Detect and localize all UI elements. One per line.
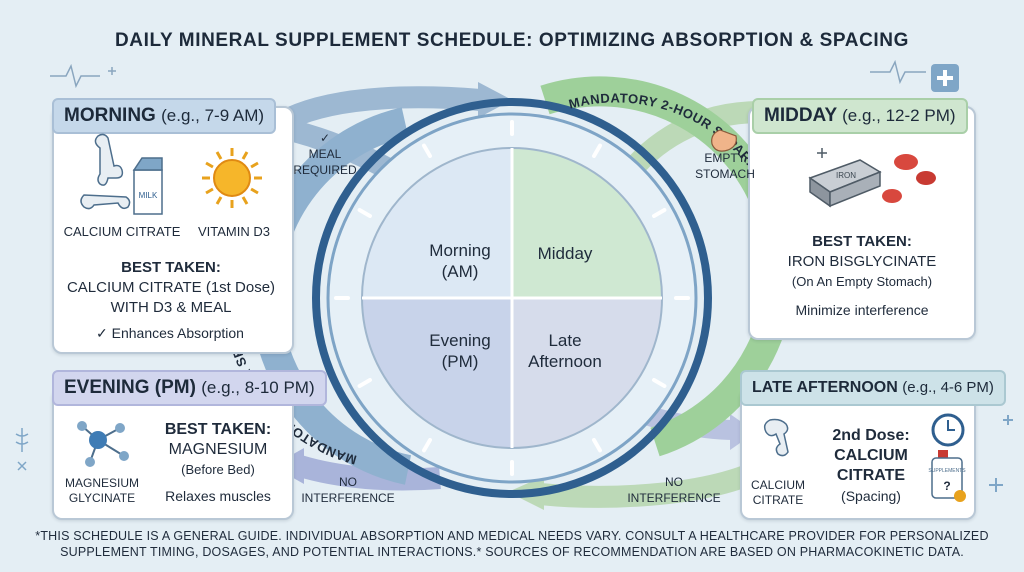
late-best-line3: CITRATE <box>836 467 906 484</box>
quadrant-late-label-line1: Late <box>548 331 582 350</box>
morning-note-text: Enhances Absorption <box>111 325 244 341</box>
quadrant-morning <box>362 148 512 298</box>
hour-tick <box>357 378 372 388</box>
late-best-line4: (Spacing) <box>841 488 901 504</box>
late-afternoon-header: LATE AFTERNOON (e.g., 4-6 PM) <box>740 370 1006 406</box>
medical-cross-icon <box>931 64 959 92</box>
quadrant-evening-label: Evening (PM) <box>410 330 510 372</box>
quadrant-morning-label-line2: (AM) <box>441 262 479 281</box>
evening-item-line1: MAGNESIUM <box>64 476 139 490</box>
hour-tick <box>357 208 372 218</box>
morning-header-title: MORNING <box>64 105 156 126</box>
morning-best-line1: BEST TAKEN: <box>121 259 221 276</box>
midday-header-time: (e.g., 12-2 PM) <box>842 106 956 125</box>
evening-item-line2: GLYCINATE <box>68 491 136 505</box>
late-header-time: (e.g., 4-6 PM) <box>902 379 994 396</box>
quadrant-late-label-line2: Afternoon <box>528 352 602 371</box>
morning-best-line3: WITH D3 & MEAL <box>110 299 232 316</box>
evening-header-title: EVENING (PM) <box>64 377 196 398</box>
heartbeat-line-left <box>50 63 116 89</box>
late-side-label: NO INTERFERENCE <box>624 474 724 506</box>
late-best-line1: 2nd Dose: <box>832 427 910 444</box>
footnote: *THIS SCHEDULE IS A GENERAL GUIDE. INDIV… <box>0 528 1024 560</box>
evening-header-time: (e.g., 8-10 PM) <box>201 378 315 397</box>
evening-note: Relaxes muscles <box>165 488 271 504</box>
midday-note: Minimize interference <box>795 302 929 318</box>
hour-tick <box>422 143 432 158</box>
clock-outer-ring <box>312 98 712 498</box>
plus-decoration-icon <box>989 415 1013 492</box>
midday-card <box>748 106 976 340</box>
morning-item-vitamin-d3: VITAMIN D3 <box>198 224 270 239</box>
morning-best-taken: BEST TAKEN: CALCIUM CITRATE (1st Dose) W… <box>56 258 286 318</box>
evening-best-line2: MAGNESIUM <box>168 441 268 458</box>
check-small-icon: ✓ <box>319 131 331 145</box>
late-header-title: LATE AFTERNOON <box>752 379 898 396</box>
evening-side-line1: NO <box>339 475 357 489</box>
morning-note: ✓ Enhances Absorption <box>70 325 270 341</box>
morning-item-calcium: CALCIUM CITRATE <box>63 224 181 239</box>
quadrant-midday <box>512 148 662 298</box>
morning-best-line2: CALCIUM CITRATE (1st Dose) <box>66 279 276 296</box>
morning-header-time: (e.g., 7-9 AM) <box>161 106 265 125</box>
clock-hour-ticks <box>334 120 690 476</box>
quadrant-evening-label-line1: Evening <box>429 331 491 350</box>
morning-header: MORNING (e.g., 7-9 AM) <box>52 98 277 134</box>
evening-best-taken: BEST TAKEN: MAGNESIUM (Before Bed) <box>148 420 288 480</box>
quadrant-late-afternoon <box>512 298 662 448</box>
quadrant-late-label: Late Afternoon <box>510 330 620 372</box>
quadrant-morning-label-line1: Morning <box>429 241 491 260</box>
hour-tick <box>592 143 602 158</box>
page-title: DAILY MINERAL SUPPLEMENT SCHEDULE: OPTIM… <box>114 30 910 51</box>
midday-side-label: EMPTY STOMACH <box>690 150 760 182</box>
footnote-line1: *THIS SCHEDULE IS A GENERAL GUIDE. INDIV… <box>35 529 989 543</box>
midday-best-line2: IRON BISGLYCINATE <box>787 253 937 270</box>
hour-tick <box>652 378 667 388</box>
hour-tick <box>652 208 667 218</box>
quadrant-morning-label: Morning (AM) <box>405 240 515 282</box>
evening-best-line1: BEST TAKEN: <box>164 421 272 438</box>
evening-side-line2: INTERFERENCE <box>301 491 395 505</box>
late-item-line1: CALCIUM <box>750 478 805 492</box>
morning-side-label: ✓ MEAL REQUIRED <box>290 130 360 178</box>
caduceus-icon <box>15 428 29 471</box>
late-best-taken: 2nd Dose: CALCIUM CITRATE (Spacing) <box>816 426 926 506</box>
late-item-line2: CITRATE <box>752 493 804 507</box>
midday-side-line2: STOMACH <box>695 167 755 181</box>
morning-side-line1: MEAL <box>308 147 342 161</box>
evening-side-label: NO INTERFERENCE <box>300 474 396 506</box>
footnote-line2: SUPPLEMENT TIMING, DOSAGES, AND POTENTIA… <box>60 545 964 559</box>
quadrant-evening-label-line2: (PM) <box>441 352 479 371</box>
morning-card <box>52 106 294 354</box>
morning-side-line2: REQUIRED <box>293 163 357 177</box>
midday-side-line1: EMPTY <box>704 151 746 165</box>
late-side-line2: INTERFERENCE <box>627 491 721 505</box>
late-side-line1: NO <box>665 475 683 489</box>
midday-best-line3: (On An Empty Stomach) <box>791 274 933 289</box>
evening-header: EVENING (PM) (e.g., 8-10 PM) <box>52 370 327 406</box>
hour-tick <box>592 438 602 453</box>
quadrant-evening <box>362 298 512 448</box>
late-best-line2: CALCIUM <box>834 447 908 464</box>
midday-best-line1: BEST TAKEN: <box>812 233 912 250</box>
quadrant-midday-label: Midday <box>537 244 593 263</box>
late-item-calcium: CALCIUM CITRATE <box>744 478 812 508</box>
hour-tick <box>422 438 432 453</box>
heartbeat-line-right <box>870 59 926 85</box>
midday-header: MIDDAY (e.g., 12-2 PM) <box>752 98 968 134</box>
evening-item-magnesium: MAGNESIUM GLYCINATE <box>56 476 148 506</box>
midday-header-title: MIDDAY <box>764 105 837 126</box>
check-icon: ✓ <box>96 325 112 341</box>
evening-best-line3: (Before Bed) <box>181 462 255 477</box>
midday-best-taken: BEST TAKEN: IRON BISGLYCINATE (On An Emp… <box>752 232 972 292</box>
